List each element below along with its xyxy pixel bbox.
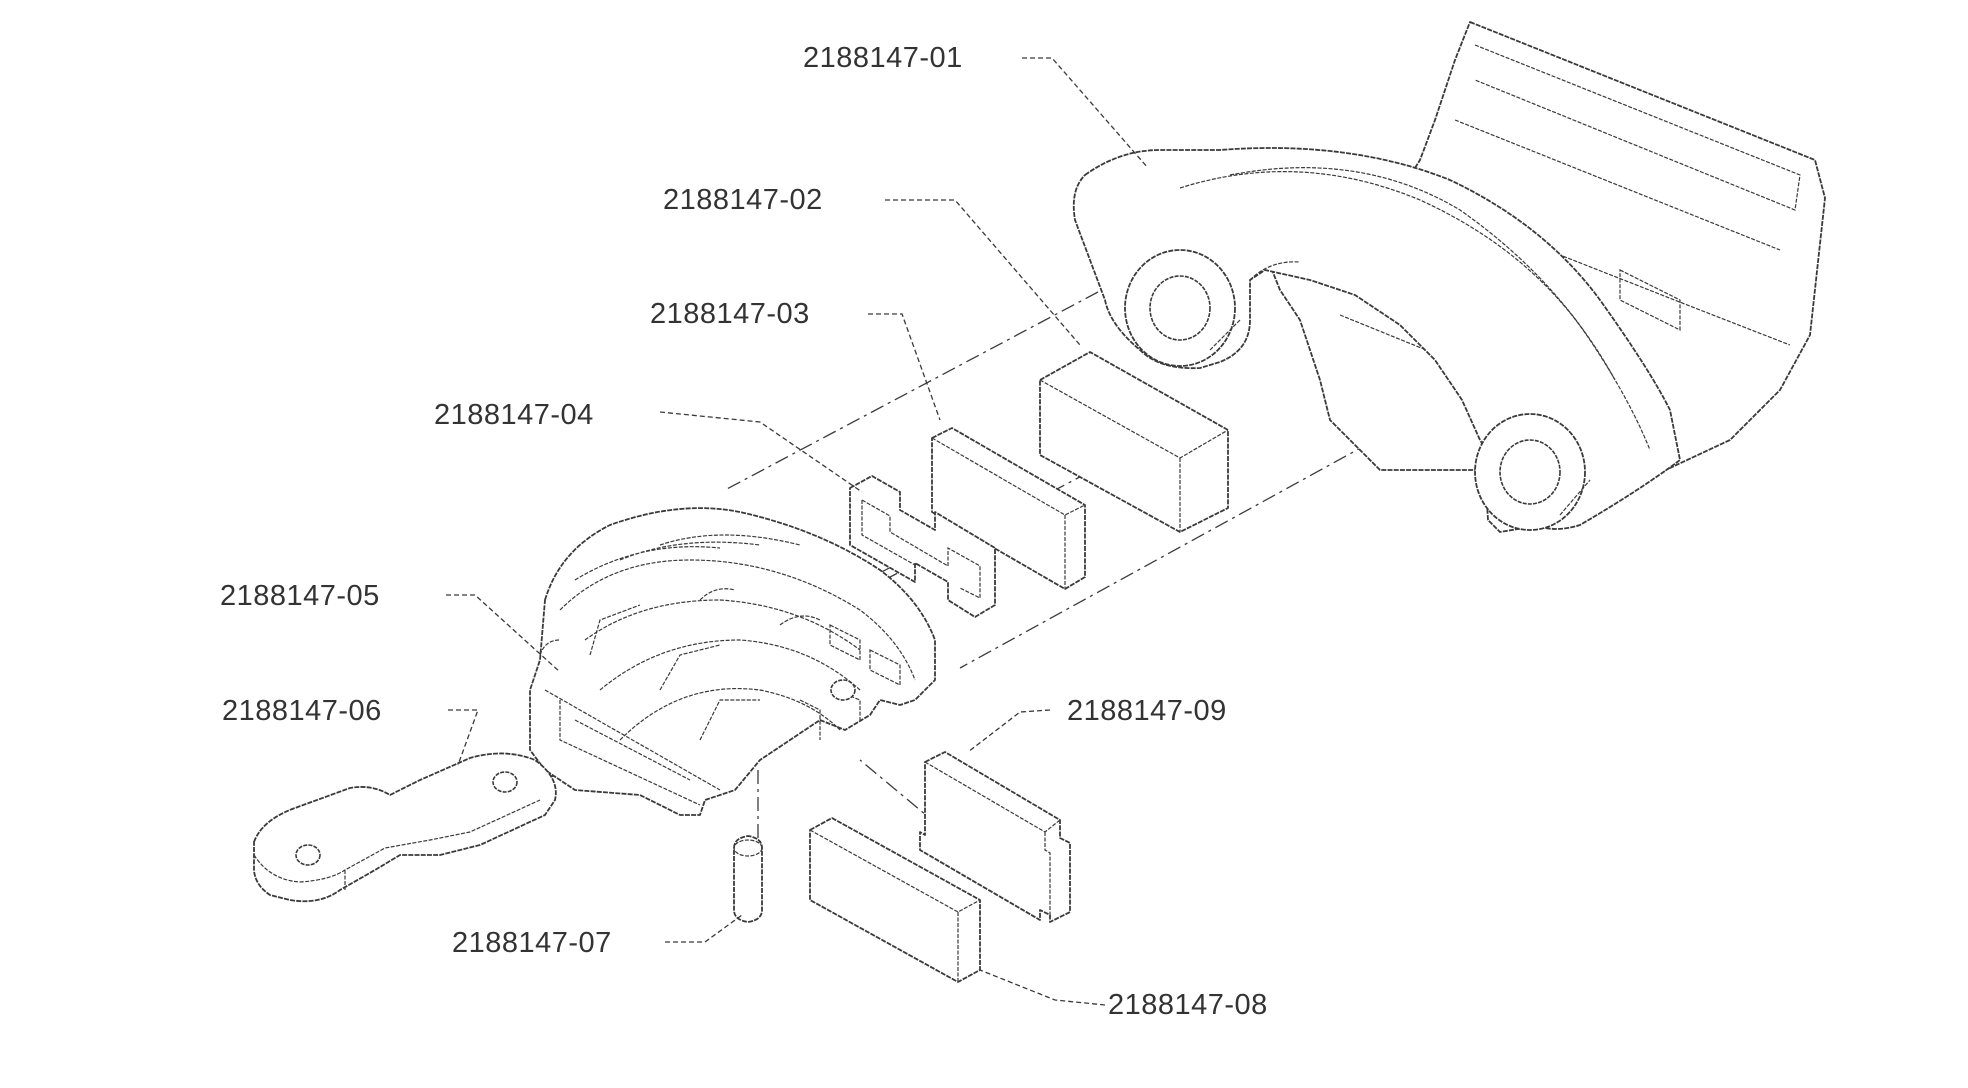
callout-2188147-08: 2188147-08 <box>1108 989 1268 1021</box>
callout-2188147-02: 2188147-02 <box>663 184 823 216</box>
leader-08 <box>979 969 1106 1006</box>
leader-lines <box>446 57 1149 1006</box>
callout-2188147-07: 2188147-07 <box>452 927 612 959</box>
part-pin-07 <box>733 835 763 923</box>
part-plate-09 <box>919 751 1071 923</box>
part-housing-01 <box>1072 21 1826 533</box>
part-bracket-06 <box>253 752 557 903</box>
part-cage-05 <box>529 507 936 816</box>
leader-03 <box>868 313 941 421</box>
callout-2188147-01: 2188147-01 <box>803 42 963 74</box>
part-block-02 <box>1039 351 1229 533</box>
callout-2188147-09: 2188147-09 <box>1067 695 1227 727</box>
leader-09 <box>967 709 1051 753</box>
callout-2188147-06: 2188147-06 <box>222 695 382 727</box>
leader-06 <box>448 709 479 766</box>
leader-01 <box>1022 57 1149 169</box>
callout-2188147-03: 2188147-03 <box>650 298 810 330</box>
leader-02 <box>885 199 1081 346</box>
callout-2188147-04: 2188147-04 <box>434 399 594 431</box>
part-gasket-04 <box>849 475 996 618</box>
leader-07 <box>665 914 743 943</box>
callout-2188147-05: 2188147-05 <box>220 580 380 612</box>
leader-05 <box>446 594 561 673</box>
part-plate-03 <box>931 427 1086 590</box>
leader-04 <box>659 411 863 493</box>
